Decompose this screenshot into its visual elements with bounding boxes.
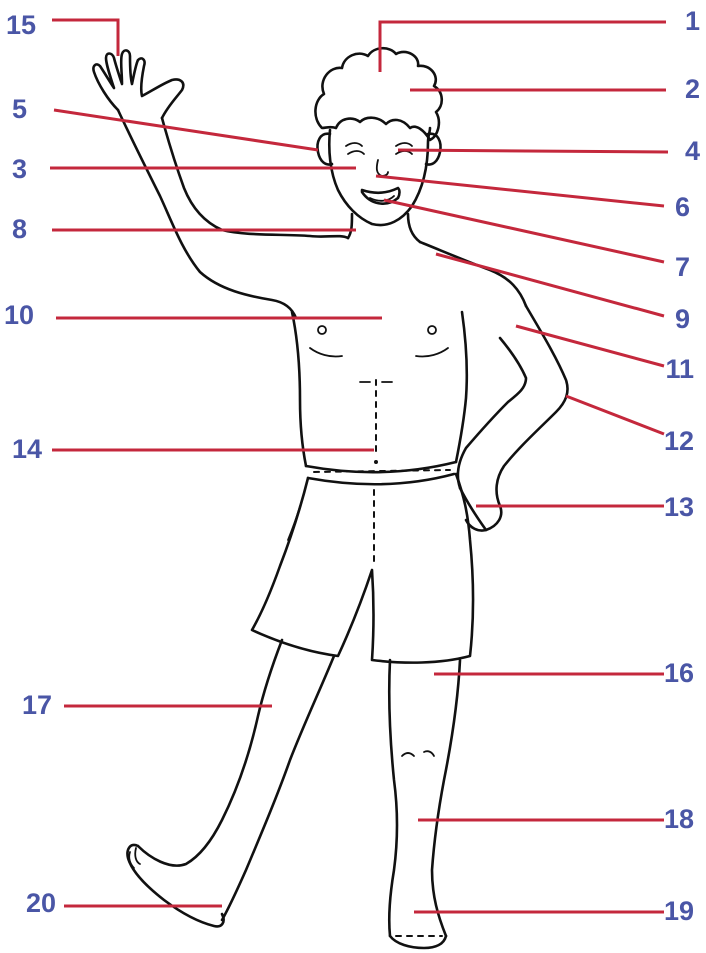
left-eye-lower [348, 151, 364, 154]
right-nipple [428, 326, 436, 334]
label-8: 8 [12, 214, 27, 244]
label-4: 4 [685, 136, 700, 166]
waving-hand [93, 50, 183, 118]
bent-arm-inner [458, 338, 526, 488]
label-3: 3 [12, 154, 27, 184]
kicked-leg-outer [138, 640, 282, 866]
leader-line-9 [436, 254, 664, 316]
label-9: 9 [675, 304, 690, 334]
label-6: 6 [675, 192, 690, 222]
torso-left-side [292, 312, 306, 466]
leader-line-4 [398, 150, 668, 152]
shorts-waistband-lower [308, 474, 454, 484]
boy-figure-drawing [93, 48, 567, 948]
label-19: 19 [664, 896, 694, 926]
torso-right-side [456, 312, 467, 462]
leader-line-5 [54, 110, 318, 150]
kicked-foot [127, 845, 223, 926]
nose [377, 160, 388, 176]
leader-lines [50, 20, 668, 912]
leader-line-7 [384, 200, 664, 262]
leader-line-1 [380, 22, 666, 72]
left-eye [346, 143, 362, 146]
chest-line-left [310, 348, 342, 357]
neck-left [348, 214, 352, 238]
label-17: 17 [22, 690, 52, 720]
label-14: 14 [12, 434, 42, 464]
label-2: 2 [685, 74, 700, 104]
label-5: 5 [12, 94, 27, 124]
label-18: 18 [664, 804, 694, 834]
right-eye [396, 143, 412, 146]
leader-line-11 [516, 326, 664, 366]
neck-right [408, 214, 420, 242]
standing-leg-inner [432, 660, 460, 936]
kicked-foot-toes [129, 848, 140, 868]
shorts-fold-left [288, 506, 300, 540]
label-1: 1 [685, 6, 700, 36]
shorts-outline [252, 474, 473, 663]
label-12: 12 [664, 426, 694, 456]
leader-line-15 [52, 20, 118, 56]
navel [374, 460, 378, 464]
bent-arm-outer [486, 306, 568, 530]
label-7: 7 [675, 252, 690, 282]
label-16: 16 [664, 658, 694, 688]
label-11: 11 [665, 354, 694, 384]
standing-leg-outer [389, 660, 397, 936]
label-15: 15 [6, 10, 36, 40]
chest-line-right [416, 348, 448, 357]
left-nipple [318, 326, 326, 334]
kicked-leg-inner [222, 656, 334, 920]
standing-foot [390, 936, 446, 948]
label-10: 10 [4, 300, 34, 330]
knee-marks [402, 751, 434, 756]
hand-on-hip [460, 488, 486, 531]
label-20: 20 [26, 888, 56, 918]
label-13: 13 [664, 492, 694, 522]
leader-line-12 [566, 396, 664, 434]
